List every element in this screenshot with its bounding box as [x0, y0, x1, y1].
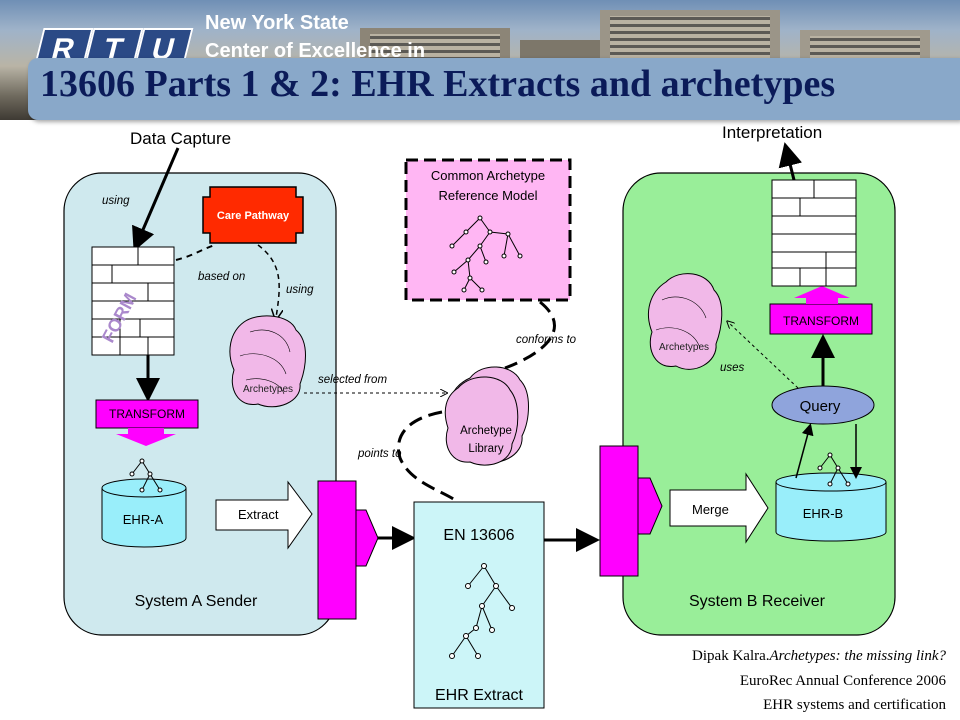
data-capture-arrow — [132, 147, 180, 252]
reference-model-tree-icon — [449, 215, 523, 293]
merge-label: Merge — [692, 502, 729, 517]
org-name-line1: New York State — [205, 12, 349, 34]
selected-from-label: selected from — [318, 374, 387, 386]
archetypes-b-cloud — [648, 273, 723, 370]
based-on-label: based on — [198, 271, 245, 283]
using-label-2: using — [286, 284, 314, 296]
ehr-b-label: EHR-B — [803, 506, 843, 521]
org-name-line2: Center of Excellence in — [205, 40, 426, 62]
transform-b-label: TRANSFORM — [783, 314, 859, 328]
title-bar — [28, 58, 960, 120]
using-link — [257, 244, 279, 318]
receiver-plug — [599, 445, 639, 577]
merge-arrow — [669, 472, 769, 544]
transform-a-label: TRANSFORM — [109, 407, 185, 421]
uses-link — [728, 322, 799, 389]
archetypes-b-label: Archetypes — [659, 342, 709, 353]
citation-line1: Dipak Kalra.Archetypes: the missing link… — [692, 648, 946, 665]
conforms-to-link — [504, 300, 556, 370]
citation-title: Archetypes: the missing link? — [769, 648, 946, 664]
ehr-extract-box — [413, 501, 545, 709]
system-a-label: System A Sender — [135, 593, 258, 610]
archetype-library-label-2: Library — [468, 443, 503, 455]
transform-b-arrow — [794, 286, 850, 304]
transform-a-block — [95, 399, 199, 429]
uses-label: uses — [720, 362, 745, 374]
conforms-to-label: conforms to — [516, 334, 577, 346]
care-pathway-label: Care Pathway — [217, 210, 290, 222]
extract-label: Extract — [238, 507, 279, 522]
based-on-link — [175, 244, 216, 261]
ehr-a-tree-icon — [129, 458, 163, 493]
ehr-b-tree-icon — [817, 452, 851, 487]
ehr-a-cylinder — [101, 478, 187, 548]
care-pathway-block — [202, 186, 304, 244]
ehr-extract-label: EHR Extract — [435, 687, 524, 704]
page-title: 13606 Parts 1 & 2: EHR Extracts and arch… — [40, 63, 836, 105]
en-13606-label: EN 13606 — [443, 527, 514, 544]
system-b-label: System B Receiver — [689, 593, 826, 610]
points-to-label: points to — [357, 448, 402, 460]
interpretation-table — [771, 179, 857, 287]
data-capture-label: Data Capture — [130, 129, 231, 148]
archetypes-a-label: Archetypes — [243, 384, 293, 395]
query-label: Query — [800, 398, 841, 415]
transform-a-arrow — [116, 428, 176, 446]
interpretation-label: Interpretation — [722, 123, 822, 142]
extract-arrow — [215, 480, 313, 550]
interpretation-arrow — [778, 142, 803, 181]
citation-author: Dipak Kalra. — [692, 648, 770, 664]
ehr-extract-tree-icon — [449, 563, 515, 659]
transform-b-block — [769, 303, 873, 335]
archetype-library-cloud — [444, 366, 529, 466]
archetype-library-label-1: Archetype — [460, 425, 512, 437]
citation-line2: EuroRec Annual Conference 2006 — [739, 673, 946, 689]
sender-plug — [317, 480, 357, 620]
form-table — [91, 246, 175, 356]
ehr-a-label: EHR-A — [123, 512, 164, 527]
archetypes-a-cloud — [229, 315, 306, 408]
points-to-link — [396, 410, 456, 502]
reference-model-label-1: Common Archetype — [431, 168, 545, 183]
citation-line3: EHR systems and certification — [763, 697, 946, 713]
using-label-1: using — [102, 195, 130, 207]
reference-model-label-2: Reference Model — [439, 188, 538, 203]
